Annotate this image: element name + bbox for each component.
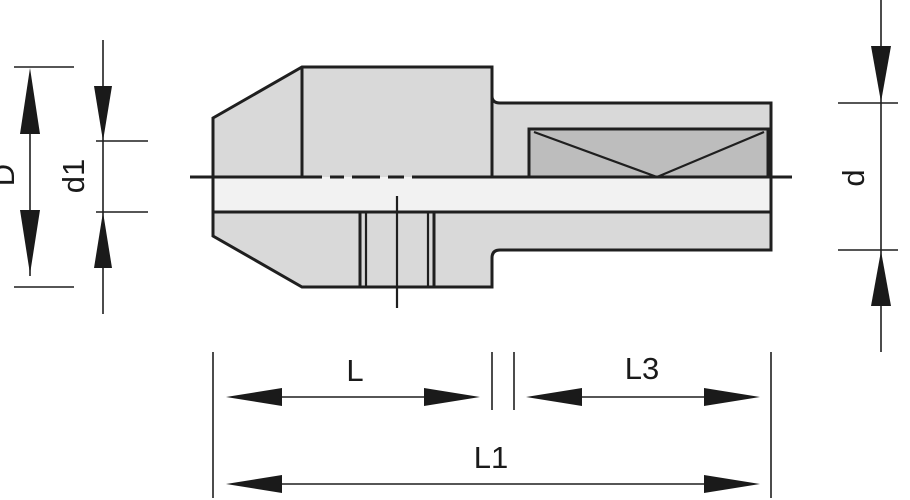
dimension-d1: d1 [56,40,148,314]
dimension-d: d [836,0,898,352]
label-L: L [346,353,363,388]
label-d1: d1 [56,159,91,193]
dimension-D: D [0,66,74,288]
label-L1: L1 [474,440,508,475]
label-D: D [0,164,21,186]
label-L3: L3 [625,351,659,386]
bore [213,177,771,212]
insert [527,127,770,179]
part-body [190,65,792,308]
label-d: d [836,169,871,186]
dimension-lengths: L L3 L1 [212,351,772,498]
